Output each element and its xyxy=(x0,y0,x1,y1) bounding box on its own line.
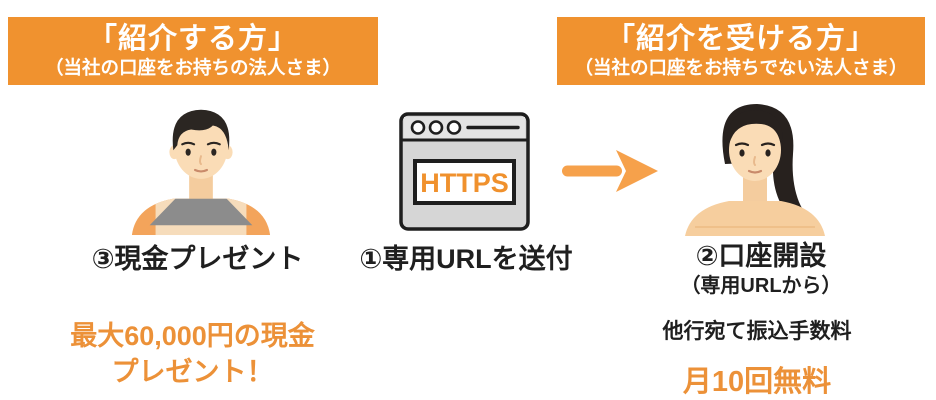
referee-banner: 「紹介を受ける方」 （当社の口座をお持ちでない法人さま） xyxy=(557,17,925,85)
referrer-benefit-line2: プレゼント！ xyxy=(111,356,274,387)
browser-https-icon: HTTPS xyxy=(399,112,530,231)
referrer-banner-subtitle: （当社の口座をお持ちの法人さま） xyxy=(44,57,341,79)
referee-fee-free-label: 月10回無料 xyxy=(682,366,832,398)
female-avatar-icon xyxy=(685,104,825,236)
step-open-account-label: ②口座開設 （専用URLから） xyxy=(642,241,880,297)
step-open-account-note: （専用URLから） xyxy=(680,274,842,297)
referrer-avatar xyxy=(122,100,280,236)
referee-banner-subtitle: （当社の口座をお持ちでない法人さま） xyxy=(574,57,908,79)
male-avatar-icon xyxy=(131,109,271,236)
arrow-right-icon xyxy=(560,146,662,196)
browser-window-icon: HTTPS xyxy=(399,112,530,231)
step-cash-present-label: ③現金プレゼント xyxy=(91,244,304,274)
arrow-right-glyph xyxy=(562,150,658,192)
referrer-benefit-text: 最大60,000円の現金 プレゼント！ xyxy=(25,319,360,390)
referrer-benefit-line1: 最大60,000円の現金 xyxy=(70,321,315,351)
referee-benefit-text: 他行宛て振込手数料 月10回無料 xyxy=(617,315,897,400)
referee-banner-title: 「紹介を受ける方」 xyxy=(605,22,876,55)
referee-avatar xyxy=(665,98,841,236)
referrer-banner: 「紹介する方」 （当社の口座をお持ちの法人さま） xyxy=(8,17,378,85)
step-send-url-label: ①専用URLを送付 xyxy=(359,244,573,274)
step-open-account-title: ②口座開設 xyxy=(695,241,827,271)
referee-fee-label: 他行宛て振込手数料 xyxy=(662,320,852,343)
https-label: HTTPS xyxy=(420,168,509,198)
referrer-banner-title: 「紹介する方」 xyxy=(87,22,298,55)
